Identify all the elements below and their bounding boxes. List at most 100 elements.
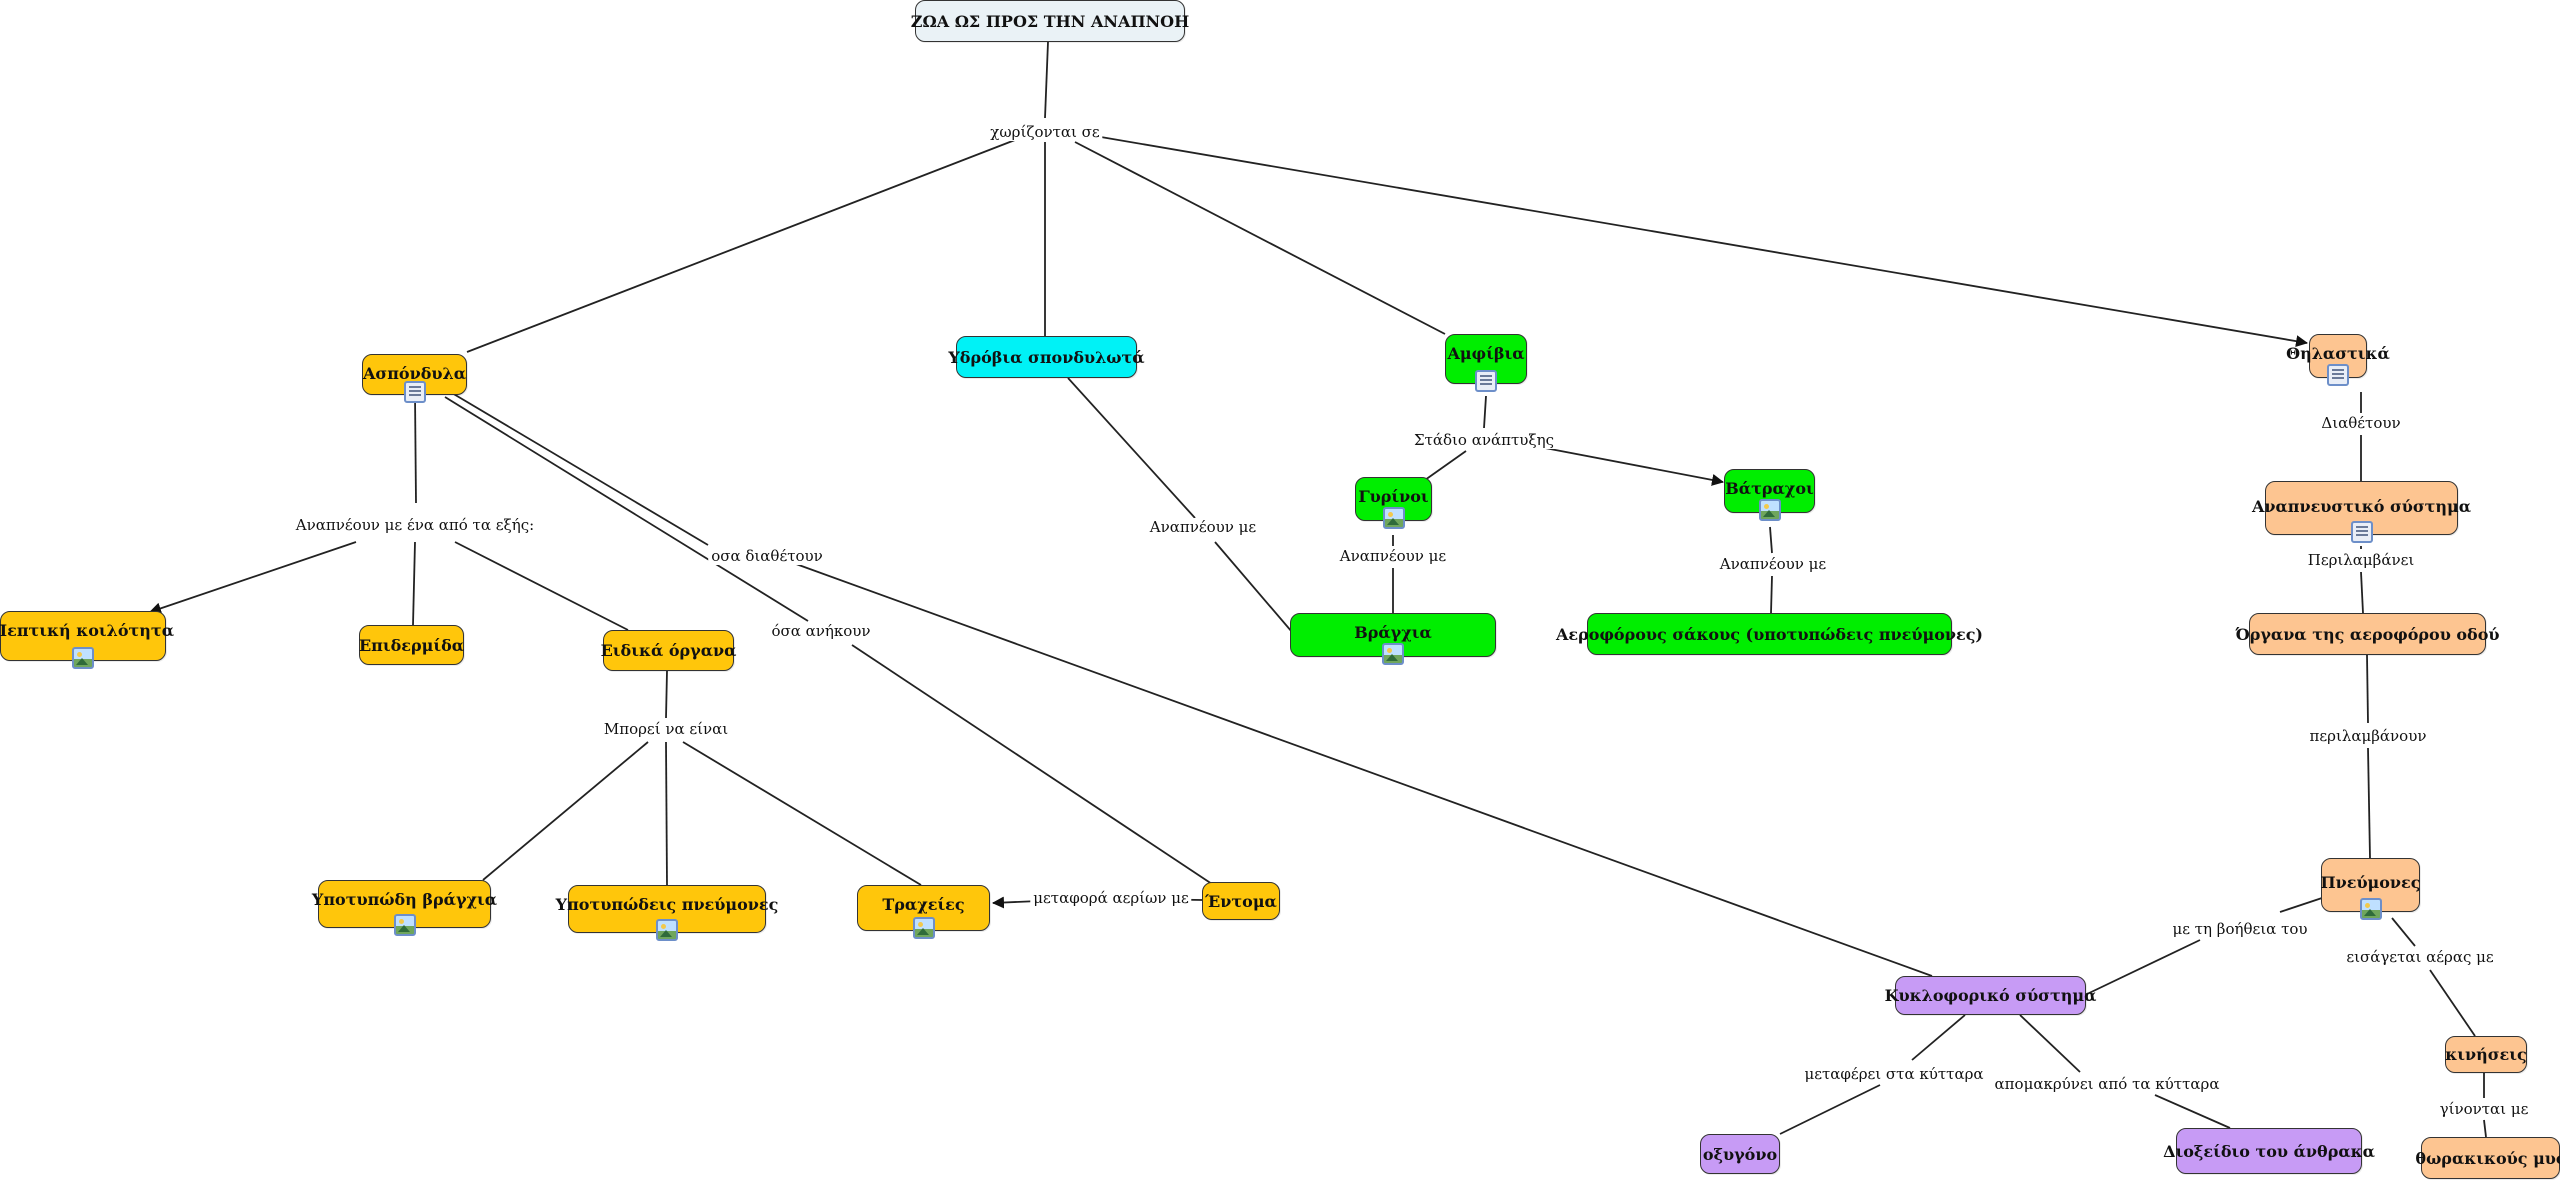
node-label: Υποτυπώδεις πνεύμονες <box>555 895 779 914</box>
link-label: Στάδιο ανάπτυξης <box>1410 431 1558 449</box>
image-icon[interactable] <box>1758 499 1781 521</box>
node-label: Αμφίβια <box>1447 344 1525 363</box>
image-icon[interactable] <box>912 917 935 939</box>
node-anapneustiko[interactable]: Αναπνευστικό σύστημα <box>2252 481 2471 543</box>
image-icon[interactable] <box>656 919 678 941</box>
link-line <box>665 741 668 886</box>
node-aeroforous[interactable]: Αεροφόρους σάκους (υποτυπώδεις πνεύμονες… <box>1556 613 1983 655</box>
link-label: Διαθέτουν <box>2318 414 2404 432</box>
node-label: Γυρίνοι <box>1358 487 1429 506</box>
link-line <box>414 394 417 504</box>
link-label: Αναπνέουν με <box>1716 555 1830 573</box>
link-line <box>665 670 668 719</box>
node-thilastika[interactable]: Θηλαστικά <box>2286 334 2390 386</box>
link-line <box>682 741 922 886</box>
link-line <box>2367 747 2371 859</box>
link-label: χωρίζονται σε <box>987 123 1103 141</box>
link-line <box>784 559 1933 977</box>
node-label: Επιδερμίδα <box>358 635 465 655</box>
link-line <box>482 741 649 881</box>
link-line <box>2360 571 2364 614</box>
link-line <box>1769 526 1773 554</box>
link-line <box>2429 969 2476 1037</box>
link-line <box>1424 450 1467 481</box>
node-dioxeidio[interactable]: Διοξείδιο του άνθρακα <box>2163 1128 2375 1174</box>
node-vatraxoi[interactable]: Βάτραχοι <box>1724 469 1815 521</box>
image-icon[interactable] <box>393 914 416 936</box>
node-kiniseis[interactable]: κινήσεις <box>2445 1036 2527 1073</box>
node-ypotypodeis-pneumones[interactable]: Υποτυπώδεις πνεύμονες <box>556 885 778 941</box>
node-amfivia[interactable]: Αμφίβια <box>1445 334 1527 392</box>
link-label: οσα διαθέτουν <box>708 547 826 565</box>
link-line <box>2391 917 2416 947</box>
link-line <box>1067 377 1196 519</box>
node-label: Θηλαστικά <box>2286 344 2390 363</box>
link-line <box>2154 1094 2231 1129</box>
node-label: Βάτραχοι <box>1725 479 1814 498</box>
node-label: Αναπνευστικό σύστημα <box>2251 497 2472 516</box>
link-line <box>454 541 629 631</box>
link-line <box>1911 1014 1966 1061</box>
link-label: γίνονται με <box>2436 1100 2532 1118</box>
document-icon[interactable] <box>1475 370 1497 392</box>
link-line <box>1770 575 1773 614</box>
document-icon[interactable] <box>403 381 426 403</box>
node-label: Έντομα <box>1205 891 1277 911</box>
link-line <box>444 396 809 622</box>
link-line <box>1094 135 2308 348</box>
node-organa-aeroforou[interactable]: Όργανα της αεροφόρου οδού <box>2236 613 2500 655</box>
node-label: Πνεύμονες <box>2320 873 2421 892</box>
link-line <box>451 392 709 546</box>
node-label: Υποτυπώδη βράγχια <box>311 890 498 909</box>
node-label: θωρακικούς μυς <box>2415 1148 2560 1168</box>
link-label: περιλαμβάνουν <box>2306 727 2430 745</box>
node-label: Βράγχια <box>1354 623 1432 642</box>
link-label: απομακρύνει από τα κύτταρα <box>1991 1075 2223 1093</box>
node-label: Αεροφόρους σάκους (υποτυπώδεις πνεύμονες… <box>1556 624 1983 644</box>
link-label: μεταφέρει στα κύτταρα <box>1801 1065 1987 1083</box>
node-label: Πεπτική κοιλότητα <box>0 621 175 640</box>
document-icon[interactable] <box>2350 521 2373 543</box>
node-eidika[interactable]: Ειδικά όργανα <box>600 630 737 671</box>
node-thorakikous[interactable]: θωρακικούς μυς <box>2415 1137 2560 1179</box>
document-icon[interactable] <box>2327 364 2349 386</box>
link-line <box>2366 654 2369 724</box>
node-ypotypodi-vragxia[interactable]: Υποτυπώδη βράγχια <box>312 880 497 936</box>
image-icon[interactable] <box>2359 898 2382 920</box>
node-label: ΖΩΑ ΩΣ ΠΡΟΣ ΤΗΝ ΑΝΑΠΝΟΗ <box>910 11 1190 31</box>
node-oxygono[interactable]: οξυγόνο <box>1700 1134 1780 1174</box>
node-traxeies[interactable]: Τραχείες <box>857 885 990 939</box>
image-icon[interactable] <box>72 647 94 669</box>
node-vragxia[interactable]: Βράγχια <box>1290 613 1496 665</box>
link-line <box>2483 1119 2487 1138</box>
node-label: Διοξείδιο του άνθρακα <box>2163 1141 2375 1161</box>
node-root[interactable]: ΖΩΑ ΩΣ ΠΡΟΣ ΤΗΝ ΑΝΑΠΝΟΗ <box>911 0 1189 42</box>
link-line <box>2279 897 2323 913</box>
node-peptiki[interactable]: Πεπτική κοιλότητα <box>0 611 174 669</box>
link-label: Αναπνέουν με <box>1146 518 1260 536</box>
link-line <box>1044 41 1049 119</box>
node-label: Ασπόνδυλα <box>363 364 466 383</box>
link-label: εισάγεται αέρας με <box>2343 948 2497 966</box>
link-line <box>466 139 1016 353</box>
link-label: Περιλαμβάνει <box>2304 551 2418 569</box>
node-label: Κυκλοφορικό σύστημα <box>1884 986 2097 1005</box>
node-ydrovia[interactable]: Υδρόβια σπονδυλωτά <box>948 336 1145 378</box>
node-gyrinoi[interactable]: Γυρίνοι <box>1355 477 1432 529</box>
node-kykloforiko[interactable]: Κυκλοφορικό σύστημα <box>1885 976 2096 1015</box>
node-label: οξυγόνο <box>1702 1144 1778 1164</box>
link-line <box>851 644 1216 887</box>
link-label: Αναπνέουν με <box>1336 547 1450 565</box>
image-icon[interactable] <box>1382 643 1404 665</box>
node-pneumones[interactable]: Πνεύμονες <box>2320 858 2421 920</box>
node-entoma[interactable]: Έντομα <box>1202 882 1280 920</box>
link-label: με τη βοήθεια του <box>2169 920 2311 938</box>
node-aspondyla[interactable]: Ασπόνδυλα <box>362 354 467 403</box>
link-label: Αναπνέουν με ένα από τα εξής: <box>292 516 538 534</box>
image-icon[interactable] <box>1382 507 1405 529</box>
node-epidermida[interactable]: Επιδερμίδα <box>359 625 464 665</box>
link-line <box>2084 939 2201 996</box>
node-label: κινήσεις <box>2445 1045 2527 1064</box>
node-label: Ειδικά όργανα <box>600 641 737 660</box>
